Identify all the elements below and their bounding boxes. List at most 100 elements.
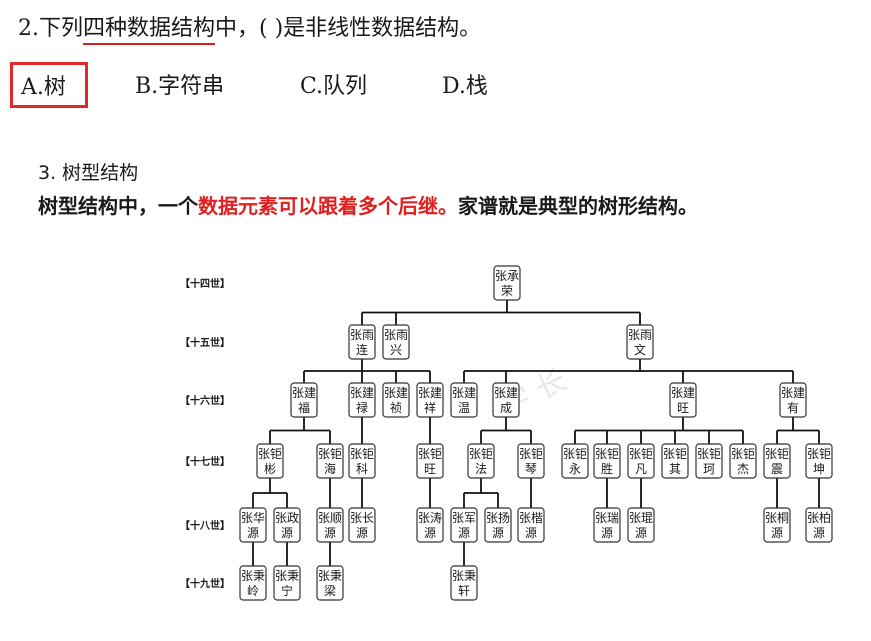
tree-node: 张涛源 (416, 507, 444, 543)
tree-node-box (517, 443, 545, 479)
tree-node-text: 宁 (281, 583, 293, 598)
section-text-highlight: 数据元素可以跟着多个后继。 (198, 194, 458, 218)
tree-node-text: 震 (771, 462, 783, 476)
tree-node-text: 张钜 (731, 447, 755, 461)
tree-node-text: 张雨 (350, 328, 374, 342)
tree-node: 张瑞源 (593, 507, 621, 543)
tree-node-text: 源 (813, 526, 825, 540)
tree-node-box (492, 382, 520, 418)
tree-node: 张建禄 (348, 382, 376, 418)
tree-node-box (316, 443, 344, 479)
tree-node-box (763, 507, 791, 543)
section-text-after: 家谱就是典型的树形结构。 (458, 194, 698, 218)
tree-node-text: 张建 (781, 386, 805, 400)
tree-node-text: 祥 (424, 401, 436, 415)
tree-node-box (729, 443, 757, 479)
question-prefix: 2.下列 (18, 16, 83, 41)
tree-node-box (779, 382, 807, 418)
tree-node-box (450, 382, 478, 418)
tree-node-text: 彬 (264, 462, 276, 476)
tree-node: 张钜其 (661, 443, 689, 479)
tree-node-text: 张秉 (318, 569, 342, 583)
tree-node-text: 张钜 (563, 447, 587, 461)
tree-node: 张钜旺 (416, 443, 444, 479)
tree-node: 张钜永 (561, 443, 589, 479)
tree-node-text: 温 (458, 401, 470, 415)
tree-node: 张建旺 (669, 382, 697, 418)
tree-node: 张钜胜 (593, 443, 621, 479)
tree-node: 张建福 (290, 382, 318, 418)
tree-node-text: 张建 (292, 386, 316, 400)
tree-node-text: 荣 (501, 284, 513, 298)
tree-node-text: 张钜 (697, 447, 721, 461)
option-a[interactable]: A.树 (10, 62, 88, 108)
tree-node-box (593, 507, 621, 543)
tree-node-text: 张建 (671, 386, 695, 400)
tree-node-text: 胜 (601, 461, 613, 476)
tree-node-text: 兴 (390, 343, 402, 357)
tree-node-text: 张建 (452, 386, 476, 400)
tree-node: 张建成 (492, 382, 520, 418)
tree-node-text: 张钜 (765, 447, 789, 461)
tree-node-box (382, 382, 410, 418)
tree-node-box (669, 382, 697, 418)
tree-node-box (561, 443, 589, 479)
tree-node: 张建祯 (382, 382, 410, 418)
tree-node: 张雨兴 (382, 324, 410, 360)
tree-node-text: 张建 (494, 386, 518, 400)
tree-node-box (316, 507, 344, 543)
tree-node-box (273, 565, 301, 601)
option-d[interactable]: D.栈 (442, 74, 488, 99)
tree-node: 张秉轩 (450, 565, 478, 601)
option-b[interactable]: B.字符串 (135, 74, 225, 99)
tree-node: 张钜法 (467, 443, 495, 479)
tree-node-text: 禄 (356, 400, 368, 415)
tree-node-text: 永 (569, 462, 581, 476)
tree-node-box (695, 443, 723, 479)
tree-node-box (348, 443, 376, 479)
tree-node: 张华源 (239, 507, 267, 543)
tree-node-text: 源 (424, 526, 436, 540)
tree-node-text: 张雨 (628, 328, 652, 342)
tree-node-text: 张钜 (629, 447, 653, 461)
tree-node-text: 张钜 (258, 447, 282, 461)
tree-node-text: 旺 (424, 462, 436, 476)
tree-node-box (805, 443, 833, 479)
tree-node-text: 张雨 (384, 328, 408, 342)
tree-node-text: 源 (635, 526, 647, 540)
tree-node-box (348, 382, 376, 418)
tree-node-text: 祯 (390, 401, 402, 415)
tree-node-text: 张建 (384, 386, 408, 400)
generation-label: 【十四世】 (180, 277, 230, 290)
tree-node-box (348, 507, 376, 543)
tree-node: 张顺源 (316, 507, 344, 543)
tree-node-text: 琴 (525, 462, 537, 476)
generation-label: 【十六世】 (180, 394, 230, 407)
tree-node: 张桐源 (763, 507, 791, 543)
tree-node-text: 张华 (241, 511, 265, 525)
tree-node-text: 梁 (324, 583, 336, 598)
generation-labels: 【十四世】【十五世】【十六世】【十七世】【十八世】【十九世】 (180, 277, 230, 590)
tree-node-box (239, 565, 267, 601)
tree-node: 张建有 (779, 382, 807, 418)
generation-label: 【十八世】 (180, 519, 230, 532)
section-title: 3. 树型结构 (38, 162, 139, 184)
generation-label: 【十九世】 (180, 577, 230, 590)
tree-node-text: 其 (669, 462, 681, 476)
tree-node: 张钜凡 (627, 443, 655, 479)
tree-node-text: 张涛 (418, 510, 442, 525)
tree-node-text: 源 (281, 526, 293, 540)
tree-node-text: 源 (525, 526, 537, 540)
tree-node-text: 坤 (813, 461, 825, 476)
tree-node-text: 旺 (677, 401, 689, 415)
tree-node-text: 科 (356, 462, 368, 476)
tree-node-text: 源 (247, 526, 259, 540)
option-c[interactable]: C.队列 (300, 74, 368, 99)
tree-node-text: 连 (356, 342, 368, 357)
tree-node-box (805, 507, 833, 543)
tree-node-text: 张钜 (519, 447, 543, 461)
tree-node-text: 张扬 (486, 510, 510, 525)
tree-node-text: 张钜 (350, 447, 374, 461)
question-suffix: 中，( )是非线性数据结构。 (215, 16, 482, 41)
